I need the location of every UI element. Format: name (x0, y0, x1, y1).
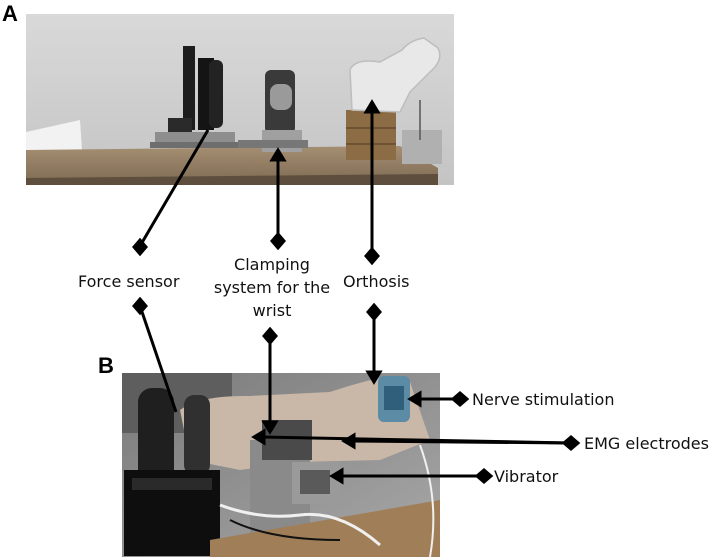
panel-a-letter: A (2, 1, 18, 26)
force-sensor-diamond-b (132, 296, 148, 316)
label-clamping-1: Clamping (234, 255, 310, 274)
clamping-diamond-b (262, 326, 278, 346)
vibrator-arrow (329, 467, 344, 485)
label-clamping-3: wrist (253, 301, 292, 320)
label-emg-electrodes: EMG electrodes (584, 434, 709, 453)
orthosis-diamond-b (366, 302, 382, 322)
emg-arrow-1 (251, 428, 266, 446)
label-force-sensor: Force sensor (78, 272, 180, 291)
vibrator-diamond (474, 468, 494, 484)
orthosis-arrow-b (365, 370, 383, 385)
photo-b (122, 373, 440, 558)
force-sensor-line-b (138, 305, 178, 413)
nerve-stim-diamond (450, 391, 470, 407)
clamping-arrow-b (261, 420, 279, 435)
force-sensor-grip (138, 388, 174, 492)
label-orthosis: Orthosis (343, 272, 410, 291)
force-sensor-handle (183, 46, 195, 130)
label-vibrator: Vibrator (494, 467, 559, 486)
orthosis-diamond-a (364, 246, 380, 266)
emg-arrow-2 (341, 432, 356, 450)
clamping-diamond-a (270, 231, 286, 251)
annotation-lines (132, 99, 581, 485)
emg-diamond (561, 435, 581, 451)
force-sensor-diamond-a (132, 237, 148, 257)
nerve-stim-arrow (407, 390, 422, 408)
force-sensor-line-a (138, 129, 210, 247)
orthosis-arrow-a (363, 99, 381, 114)
clamping-arrow-a (269, 147, 287, 162)
label-clamping-2: system for the (214, 278, 330, 297)
orthosis-shell (349, 37, 441, 113)
photo-a (26, 14, 454, 185)
panel-b-letter: B (98, 353, 114, 378)
label-nerve-stimulation: Nerve stimulation (472, 390, 614, 409)
